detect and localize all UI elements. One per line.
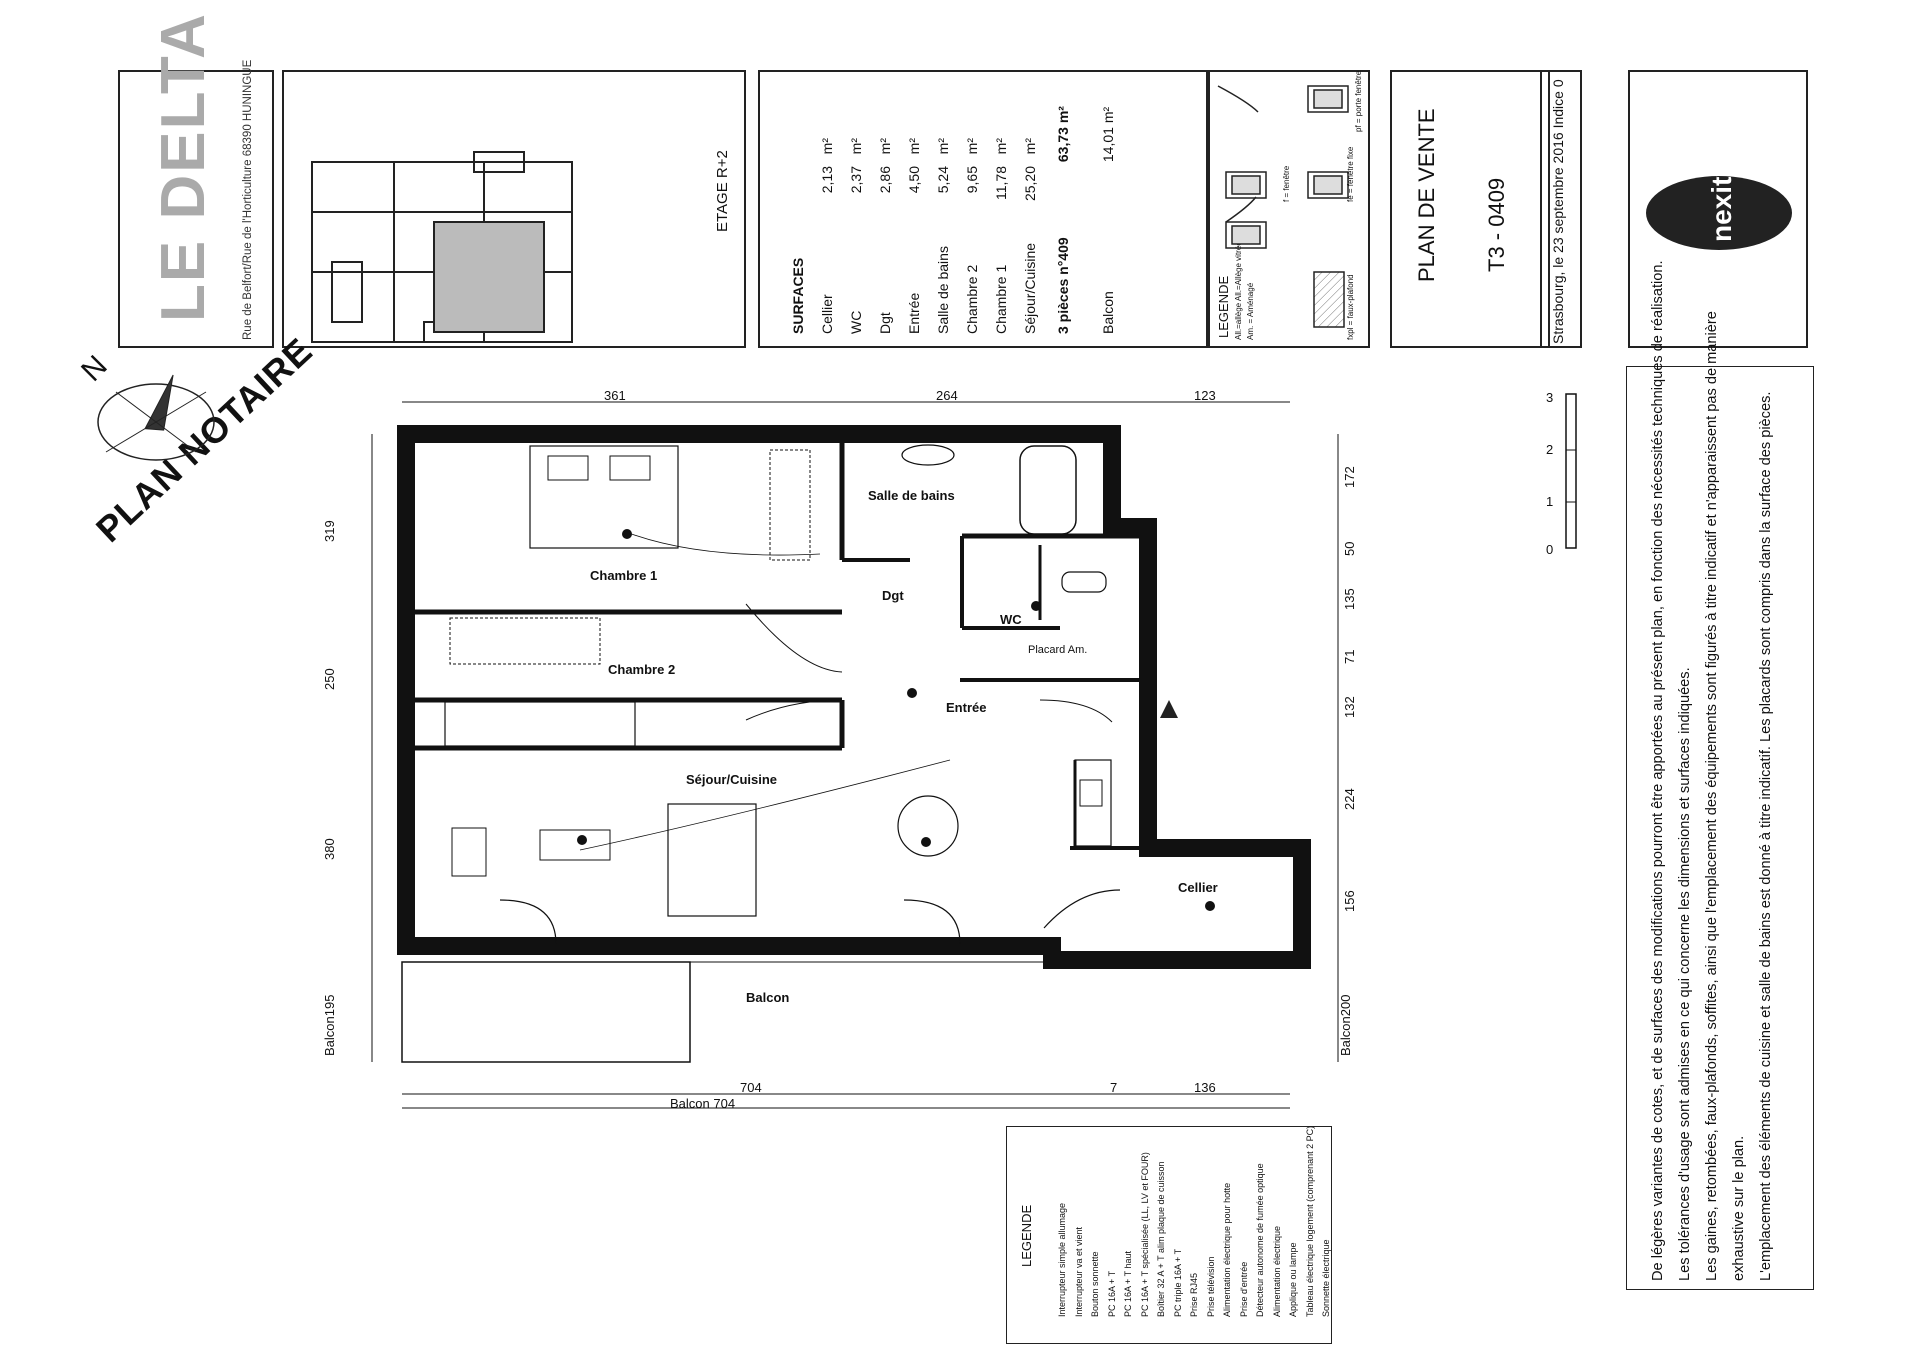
room-label-wc: WC bbox=[1000, 612, 1022, 627]
brand-box: nexity bbox=[1628, 70, 1808, 348]
dim-right-5: 132 bbox=[1342, 696, 1357, 718]
room-label-sejour: Séjour/Cuisine bbox=[686, 772, 778, 787]
dim-right-2: 50 bbox=[1342, 541, 1357, 556]
dim-left-2: 250 bbox=[322, 668, 337, 690]
room-label-chambre-1: Chambre 1 bbox=[590, 568, 658, 583]
balcony-outline bbox=[401, 961, 691, 1063]
note-1: De légères variantes de cotes, et de sur… bbox=[1650, 260, 1666, 1281]
entry-arrow-icon bbox=[1160, 700, 1178, 718]
room-label-dgt: Dgt bbox=[882, 588, 904, 603]
brand-logo bbox=[1646, 176, 1792, 250]
key-plan-drawing bbox=[311, 151, 573, 343]
dim-right-4: 71 bbox=[1342, 649, 1357, 664]
room-label-entree: Entrée bbox=[946, 700, 987, 715]
room-label-placard: Placard Am. bbox=[1028, 644, 1088, 656]
window-symbols bbox=[1217, 85, 1349, 328]
scale-2: 2 bbox=[1546, 442, 1554, 457]
dim-right-7: 156 bbox=[1342, 890, 1357, 912]
notes-box: De légères variantes de cotes, et de sur… bbox=[1626, 260, 1814, 1290]
scale-0: 0 bbox=[1546, 542, 1554, 557]
bathtub bbox=[1019, 445, 1077, 535]
note-5: L'emplacement des éléments de cuisine et… bbox=[1758, 391, 1774, 1281]
note-3: Les gaines, retombées, faux-plafonds, so… bbox=[1704, 311, 1720, 1281]
sheet-date-box: Strasbourg, le 23 septembre 2016 Indice … bbox=[1540, 70, 1582, 348]
note-4: exhaustive sur le plan. bbox=[1731, 1135, 1747, 1281]
scale-3: 3 bbox=[1546, 390, 1554, 405]
room-label-salle-de-bains: Salle de bains bbox=[868, 488, 955, 503]
dim-left-4: Balcon195 bbox=[322, 994, 337, 1056]
dining-table bbox=[897, 795, 959, 857]
dim-right-8: Balcon200 bbox=[1338, 994, 1353, 1056]
room-label-balcon: Balcon bbox=[746, 990, 790, 1005]
dim-right-6: 224 bbox=[1342, 788, 1357, 810]
key-plan-highlight bbox=[433, 221, 545, 333]
dim-left-3: 380 bbox=[322, 838, 337, 860]
key-plan-box: ETAGE R+2 bbox=[282, 70, 746, 348]
compass-icon bbox=[97, 374, 215, 461]
dim-bottom-balcon: Balcon 704 bbox=[670, 1096, 736, 1111]
legend-main-item: Sonnette électrique bbox=[1321, 1239, 1331, 1317]
room-label-cellier: Cellier bbox=[1178, 880, 1218, 895]
outer-wall bbox=[397, 425, 1311, 969]
dim-right-1: 172 bbox=[1342, 466, 1357, 488]
dim-bottom-2: 7 bbox=[1110, 1080, 1118, 1095]
dim-top-1: 361 bbox=[604, 388, 626, 403]
dim-left-1: 319 bbox=[322, 520, 337, 542]
note-2: Les tolérances d'usage sont admises en c… bbox=[1677, 667, 1693, 1281]
dim-bottom-1: 704 bbox=[740, 1080, 762, 1095]
legend-main-title: LEGENDE bbox=[1019, 1204, 1034, 1267]
dim-right-3: 135 bbox=[1342, 588, 1357, 610]
room-label-chambre-2: Chambre 2 bbox=[608, 662, 676, 677]
notes-text: De légères variantes de cotes, et de sur… bbox=[1645, 260, 1780, 1281]
scale-1: 1 bbox=[1546, 494, 1554, 509]
scale-bar bbox=[1565, 393, 1577, 549]
project-box: LE DELTA Rue de Belfort/Rue de l'Horticu… bbox=[118, 12, 274, 348]
dim-top-3: 123 bbox=[1194, 388, 1216, 403]
legend-small-box: LEGENDE All.=allège All.=Allège vitrée A… bbox=[1206, 70, 1370, 348]
dim-bottom-3: 136 bbox=[1194, 1080, 1216, 1095]
dim-top-2: 264 bbox=[936, 388, 958, 403]
sheet-type-box: PLAN DE VENTE T3 - 0409 bbox=[1390, 70, 1550, 348]
